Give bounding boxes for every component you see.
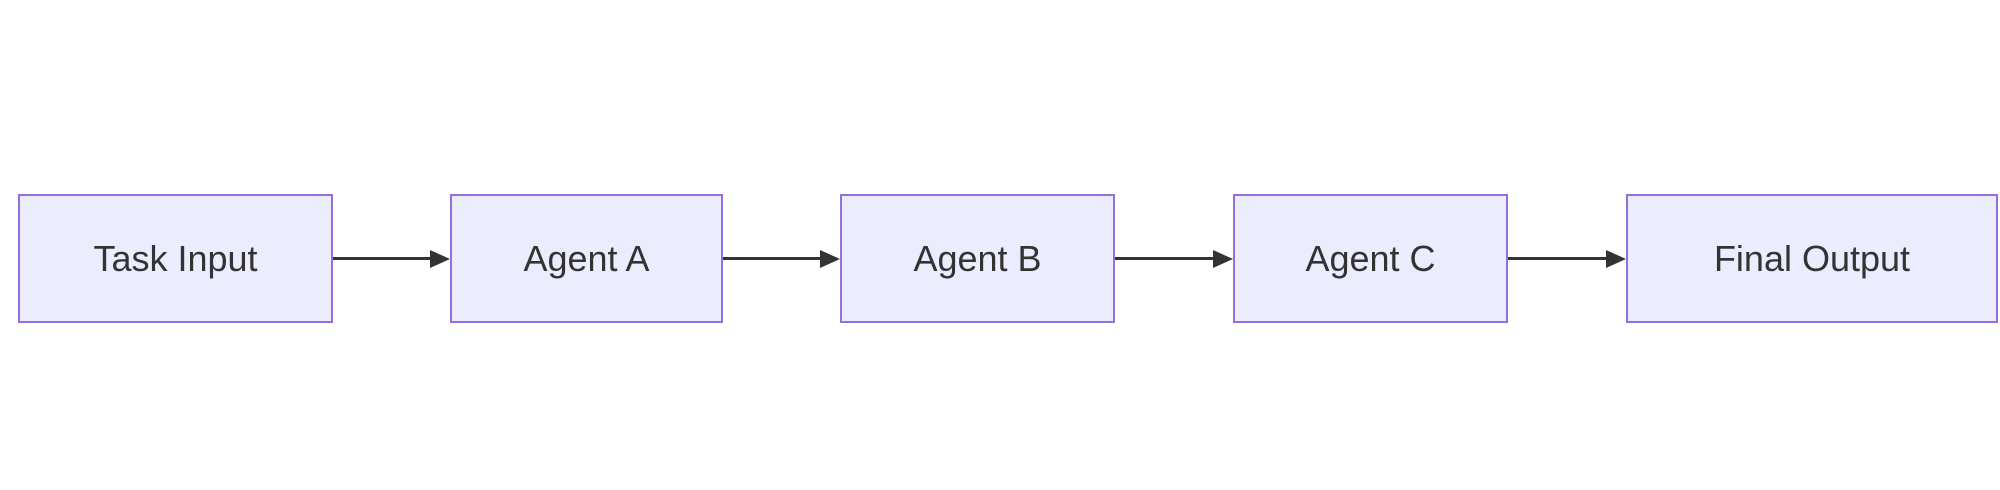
arrow-shaft [1508,257,1612,260]
arrow-shaft [1115,257,1219,260]
arrowhead-icon [430,250,450,268]
node-final-output: Final Output [1626,194,1998,323]
edge-agent-c-to-final-output [1508,249,1626,269]
arrow-shaft [723,257,826,260]
node-agent-b: Agent B [840,194,1115,323]
node-agent-c: Agent C [1233,194,1508,323]
node-agent-a: Agent A [450,194,723,323]
node-agent-a-label: Agent A [523,237,650,279]
node-final-output-label: Final Output [1713,237,1911,279]
node-agent-b-label: Agent B [913,237,1042,279]
node-agent-c-label: Agent C [1305,237,1436,279]
node-task-input: Task Input [18,194,333,323]
arrowhead-icon [820,250,840,268]
edge-agent-b-to-agent-c [1115,249,1233,269]
edge-task-input-to-agent-a [333,249,450,269]
arrowhead-icon [1213,250,1233,268]
arrowhead-icon [1606,250,1626,268]
arrow-shaft [333,257,436,260]
node-task-input-label: Task Input [93,237,258,279]
edge-agent-a-to-agent-b [723,249,840,269]
